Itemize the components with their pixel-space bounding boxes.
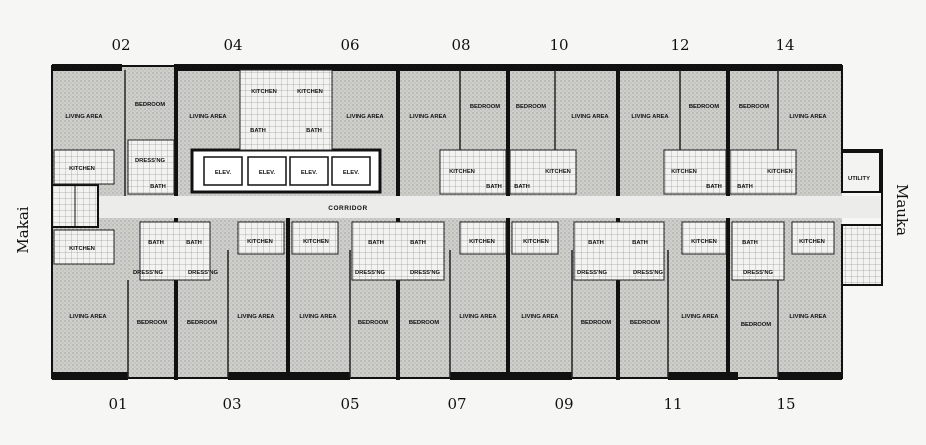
room-label-dressing: DRESS'NG xyxy=(410,270,441,276)
room-label-kitchen: KITCHEN xyxy=(297,89,323,95)
room-label-living: LIVING AREA xyxy=(299,314,337,320)
room-label-kitchen: KITCHEN xyxy=(671,169,697,175)
room-label-bedroom: BEDROOM xyxy=(187,320,217,326)
unit-number: 12 xyxy=(670,36,689,54)
unit-number: 04 xyxy=(223,36,242,54)
unit-number: 07 xyxy=(447,395,466,413)
unit-number: 11 xyxy=(663,395,682,413)
mauka-label: Mauka xyxy=(893,184,911,236)
room-label-bath: BATH xyxy=(250,128,266,134)
utility-room xyxy=(841,151,881,193)
room-label-living: LIVING AREA xyxy=(69,314,107,320)
stair-right xyxy=(841,224,883,286)
room-label-bath: BATH xyxy=(368,240,384,246)
room-label-kitchen: KITCHEN xyxy=(469,239,495,245)
room-label-bedroom: BEDROOM xyxy=(470,104,500,110)
interior-walls xyxy=(124,70,779,378)
room-label-bath: BATH xyxy=(306,128,322,134)
room-label-living: LIVING AREA xyxy=(789,114,827,120)
room-label-bath: BATH xyxy=(148,240,164,246)
room-label-living: LIVING AREA xyxy=(789,314,827,320)
room-label-living: LIVING AREA xyxy=(65,114,103,120)
room-label-kitchen: KITCHEN xyxy=(767,169,793,175)
room-label-bath: BATH xyxy=(486,184,502,190)
room-label-elev: ELEV. xyxy=(343,170,360,176)
room-label-bedroom: BEDROOM xyxy=(689,104,719,110)
room-label-dressing: DRESS'NG xyxy=(743,270,774,276)
room-label-bath: BATH xyxy=(706,184,722,190)
room-label-living: LIVING AREA xyxy=(346,114,384,120)
room-label-bath: BATH xyxy=(410,240,426,246)
room-label-bedroom: BEDROOM xyxy=(739,104,769,110)
room-label-living: LIVING AREA xyxy=(631,114,669,120)
room-label-living: LIVING AREA xyxy=(681,314,719,320)
room-label-living: LIVING AREA xyxy=(459,314,497,320)
unit-number: 09 xyxy=(554,395,573,413)
room-label-bath: BATH xyxy=(737,184,753,190)
room-label-bedroom: BEDROOM xyxy=(581,320,611,326)
room-label-bath: BATH xyxy=(742,240,758,246)
room-label-living: LIVING AREA xyxy=(521,314,559,320)
room-label-kitchen: KITCHEN xyxy=(799,239,825,245)
room-label-elev: ELEV. xyxy=(259,170,276,176)
bottom-room-labels: KITCHEN BATH BATH DRESS'NG DRESS'NG LIVI… xyxy=(69,239,827,328)
top-unit-numbers: 02 04 06 08 10 12 14 xyxy=(111,36,794,54)
unit-number: 06 xyxy=(340,36,359,54)
corridor xyxy=(52,196,882,218)
room-label-kitchen: KITCHEN xyxy=(251,89,277,95)
room-label-kitchen: KITCHEN xyxy=(69,246,95,252)
room-label-dressing: DRESS'NG xyxy=(577,270,608,276)
unit-number: 08 xyxy=(451,36,470,54)
room-label-bedroom: BEDROOM xyxy=(409,320,439,326)
room-label-bedroom: BEDROOM xyxy=(135,102,165,108)
unit-number: 03 xyxy=(222,395,241,413)
room-label-bedroom: BEDROOM xyxy=(137,320,167,326)
room-label-dressing: DRESS'NG xyxy=(188,270,219,276)
unit-number: 14 xyxy=(775,36,794,54)
utility-label: UTILITY xyxy=(848,176,870,182)
unit-number: 02 xyxy=(111,36,130,54)
unit-number: 15 xyxy=(776,395,795,413)
room-label-bedroom: BEDROOM xyxy=(516,104,546,110)
room-label-bath: BATH xyxy=(588,240,604,246)
bottom-unit-numbers: 01 03 05 07 09 11 15 xyxy=(108,395,795,413)
room-label-dressing: DRESS'NG xyxy=(633,270,664,276)
room-label-elev: ELEV. xyxy=(301,170,318,176)
elevator-core xyxy=(190,148,382,194)
stair-left xyxy=(51,184,99,228)
room-label-kitchen: KITCHEN xyxy=(69,166,95,172)
room-label-kitchen: KITCHEN xyxy=(691,239,717,245)
room-label-bath: BATH xyxy=(514,184,530,190)
unit-number: 05 xyxy=(340,395,359,413)
unit-number: 01 xyxy=(108,395,127,413)
makai-label: Makai xyxy=(14,206,32,253)
room-label-living: LIVING AREA xyxy=(571,114,609,120)
wet-cores xyxy=(53,69,835,281)
room-label-dressing: DRESS'NG xyxy=(355,270,386,276)
room-label-dressing: DRESS'NG xyxy=(133,270,164,276)
room-label-bath: BATH xyxy=(632,240,648,246)
unit-number: 10 xyxy=(549,36,568,54)
room-label-kitchen: KITCHEN xyxy=(449,169,475,175)
room-label-bath: BATH xyxy=(186,240,202,246)
room-label-bedroom: BEDROOM xyxy=(741,322,771,328)
room-label-bedroom: BEDROOM xyxy=(630,320,660,326)
room-label-living: LIVING AREA xyxy=(237,314,275,320)
room-label-bedroom: BEDROOM xyxy=(358,320,388,326)
room-label-kitchen: KITCHEN xyxy=(303,239,329,245)
room-label-kitchen: KITCHEN xyxy=(523,239,549,245)
room-label-dressing: DRESS'NG xyxy=(135,158,166,164)
corridor-label: CORRIDOR xyxy=(328,205,367,212)
room-label-living: LIVING AREA xyxy=(189,114,227,120)
room-label-kitchen: KITCHEN xyxy=(545,169,571,175)
room-label-kitchen: KITCHEN xyxy=(247,239,273,245)
elevator-labels: ELEV. ELEV. ELEV. ELEV. xyxy=(215,170,360,176)
room-label-living: LIVING AREA xyxy=(409,114,447,120)
room-label-bath: BATH xyxy=(150,184,166,190)
top-room-labels: LIVING AREA BEDROOM KITCHEN DRESS'NG BAT… xyxy=(65,89,827,190)
unit-divider-walls xyxy=(174,64,730,380)
top-core-labels: KITCHEN BATH BATH KITCHEN KITCHEN BATH B… xyxy=(449,169,793,190)
room-label-elev: ELEV. xyxy=(215,170,232,176)
